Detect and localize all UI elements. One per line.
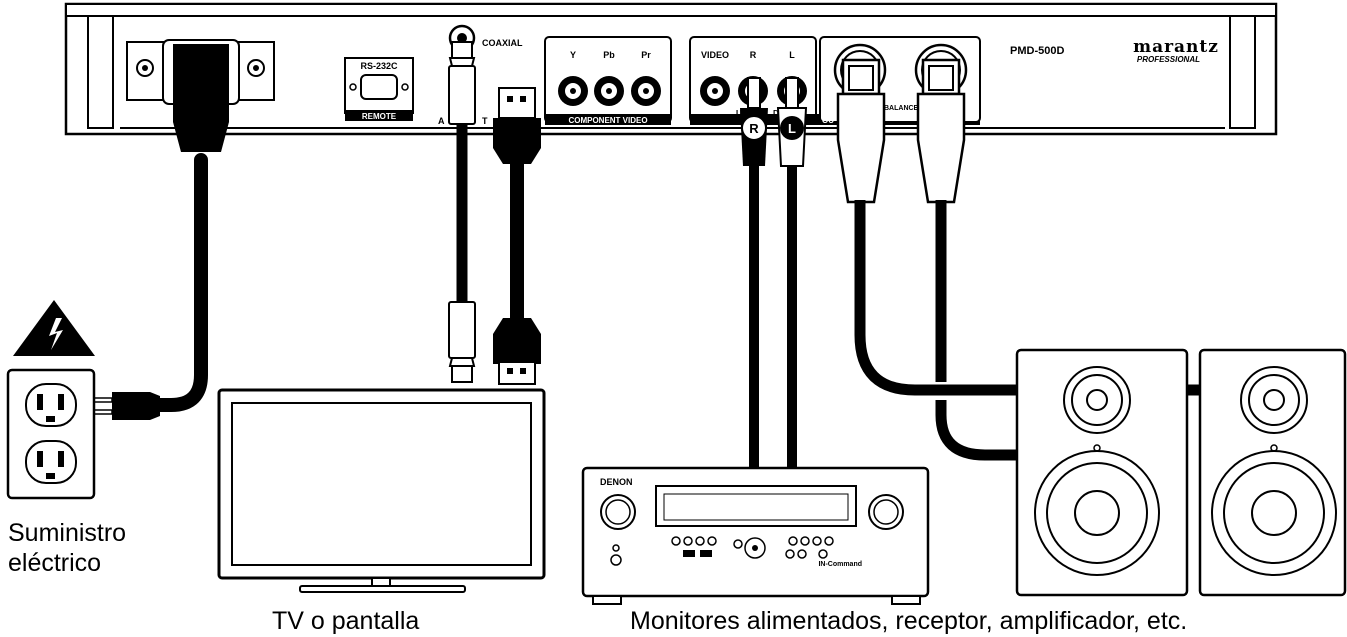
coaxial-partial-left: A — [438, 116, 445, 126]
power-caption-line2: eléctrico — [8, 549, 102, 577]
av-receiver: DENON IN-Command — [581, 466, 930, 605]
unbalanced-partial-right: D — [773, 109, 779, 118]
brand-sub-label: PROFESSIONAL — [1137, 55, 1200, 64]
component-pb-label: Pb — [603, 50, 615, 60]
power-caption: Suministro eléctrico — [8, 518, 126, 578]
analog-l-label: L — [789, 50, 795, 60]
rca-cable-left: L — [776, 77, 808, 470]
rs232-port: RS-232C REMOTE — [344, 57, 414, 121]
rs232-label: RS-232C — [360, 61, 398, 71]
tv-caption: TV o pantalla — [272, 607, 420, 635]
remote-label: REMOTE — [362, 112, 397, 121]
component-video-jacks: Y Pb Pr COMPONENT VIDEO — [544, 36, 672, 125]
brand-logo: marantz — [1133, 37, 1219, 57]
power-caption-line1: Suministro — [8, 519, 127, 547]
model-label: PMD-500D — [1010, 45, 1064, 57]
power-cable — [89, 44, 229, 420]
warning-icon — [13, 300, 95, 356]
coaxial-partial-right: T — [482, 116, 488, 126]
tv-display — [217, 388, 546, 593]
xlr-cable-1 — [836, 58, 1025, 396]
analog-r-label: R — [750, 50, 757, 60]
component-y-label: Y — [570, 50, 576, 60]
speaker-1 — [1015, 348, 1189, 597]
rca-plug-left-label: L — [788, 121, 796, 136]
receiver-incommand: IN-Command — [818, 561, 862, 568]
balanced-label: BALANCED — [884, 105, 923, 112]
unbalanced-partial-left: U — [736, 109, 742, 118]
monitors-caption: Monitores alimentados, receptor, amplifi… — [630, 607, 1188, 635]
component-pr-label: Pr — [641, 50, 651, 60]
rca-plug-right-label: R — [749, 121, 759, 136]
speaker-2 — [1198, 348, 1347, 597]
wall-outlet — [6, 368, 96, 500]
coaxial-label: COAXIAL — [482, 38, 523, 48]
component-video-label: COMPONENT VIDEO — [568, 116, 647, 125]
output-partial-label: OU — [822, 116, 834, 125]
rca-cable-right: R — [740, 77, 768, 470]
xlr-cable-2 — [916, 58, 1025, 461]
receiver-brand: DENON — [600, 477, 633, 487]
video-label: VIDEO — [701, 50, 729, 60]
hdmi-cable — [493, 87, 541, 385]
coaxial-cable — [448, 41, 476, 383]
